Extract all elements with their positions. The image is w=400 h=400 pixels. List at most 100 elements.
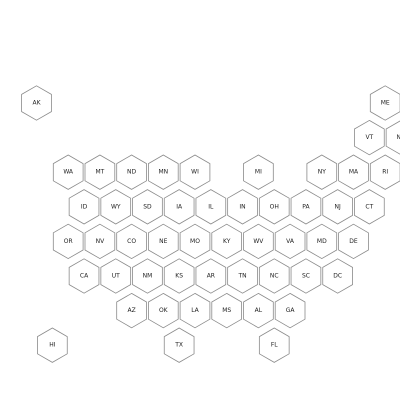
state-hex-shape[interactable] bbox=[37, 327, 68, 363]
state-hex-shape[interactable] bbox=[84, 154, 116, 190]
state-hex-hi[interactable]: HI bbox=[37, 327, 68, 363]
state-hex-shape[interactable] bbox=[258, 258, 290, 294]
state-hex-tx[interactable]: TX bbox=[163, 327, 195, 363]
state-hex-me[interactable]: ME bbox=[369, 85, 400, 121]
state-hex-mo[interactable]: MO bbox=[179, 223, 211, 260]
state-hex-ms[interactable]: MS bbox=[211, 292, 243, 329]
state-hex-shape[interactable] bbox=[258, 327, 290, 363]
state-hex-shape[interactable] bbox=[163, 258, 195, 294]
state-hex-oh[interactable]: OH bbox=[258, 189, 290, 225]
state-hex-al[interactable]: AL bbox=[243, 292, 274, 329]
state-hex-shape[interactable] bbox=[68, 189, 100, 225]
state-hex-de[interactable]: DE bbox=[338, 223, 369, 260]
state-hex-nv[interactable]: NV bbox=[84, 223, 116, 260]
state-hex-sd[interactable]: SD bbox=[132, 189, 163, 225]
state-hex-ne[interactable]: NE bbox=[147, 223, 179, 260]
state-hex-sc[interactable]: SC bbox=[290, 258, 322, 294]
state-hex-shape[interactable] bbox=[354, 119, 385, 156]
state-hex-mt[interactable]: MT bbox=[84, 154, 116, 190]
state-hex-shape[interactable] bbox=[116, 292, 147, 329]
state-hex-shape[interactable] bbox=[21, 85, 52, 121]
state-hex-ok[interactable]: OK bbox=[147, 292, 179, 329]
state-hex-or[interactable]: OR bbox=[52, 223, 84, 260]
state-hex-shape[interactable] bbox=[306, 154, 338, 190]
state-hex-in[interactable]: IN bbox=[227, 189, 258, 225]
state-hex-shape[interactable] bbox=[163, 189, 195, 225]
state-hex-il[interactable]: IL bbox=[195, 189, 227, 225]
state-hex-shape[interactable] bbox=[132, 258, 163, 294]
state-hex-nm[interactable]: NM bbox=[132, 258, 163, 294]
state-hex-shape[interactable] bbox=[147, 223, 179, 260]
state-hex-shape[interactable] bbox=[322, 258, 353, 294]
state-hex-shape[interactable] bbox=[338, 154, 369, 190]
state-hex-va[interactable]: VA bbox=[274, 223, 306, 260]
state-hex-shape[interactable] bbox=[179, 223, 211, 260]
state-hex-la[interactable]: LA bbox=[179, 292, 211, 329]
state-hex-dc[interactable]: DC bbox=[322, 258, 353, 294]
state-hex-shape[interactable] bbox=[227, 189, 258, 225]
state-hex-shape[interactable] bbox=[290, 189, 322, 225]
state-hex-shape[interactable] bbox=[306, 223, 338, 260]
state-hex-ar[interactable]: AR bbox=[195, 258, 227, 294]
state-hex-shape[interactable] bbox=[354, 189, 385, 225]
state-hex-shape[interactable] bbox=[243, 223, 274, 260]
state-hex-shape[interactable] bbox=[52, 154, 84, 190]
state-hex-ut[interactable]: UT bbox=[100, 258, 132, 294]
state-hex-mn[interactable]: MN bbox=[147, 154, 179, 190]
state-hex-ma[interactable]: MA bbox=[338, 154, 369, 190]
state-hex-shape[interactable] bbox=[195, 189, 227, 225]
state-hex-pa[interactable]: PA bbox=[290, 189, 322, 225]
state-hex-wa[interactable]: WA bbox=[52, 154, 84, 190]
state-hex-shape[interactable] bbox=[369, 85, 400, 121]
state-hex-shape[interactable] bbox=[274, 223, 306, 260]
state-hex-shape[interactable] bbox=[84, 223, 116, 260]
state-hex-shape[interactable] bbox=[290, 258, 322, 294]
state-hex-tn[interactable]: TN bbox=[227, 258, 258, 294]
state-hex-ga[interactable]: GA bbox=[274, 292, 306, 329]
state-hex-wy[interactable]: WY bbox=[100, 189, 132, 225]
state-hex-az[interactable]: AZ bbox=[116, 292, 147, 329]
state-hex-shape[interactable] bbox=[227, 258, 258, 294]
state-hex-shape[interactable] bbox=[147, 292, 179, 329]
state-hex-shape[interactable] bbox=[179, 292, 211, 329]
state-hex-shape[interactable] bbox=[338, 223, 369, 260]
state-hex-fl[interactable]: FL bbox=[258, 327, 290, 363]
state-hex-vt[interactable]: VT bbox=[354, 119, 385, 156]
state-hex-shape[interactable] bbox=[274, 292, 306, 329]
state-hex-ak[interactable]: AK bbox=[21, 85, 52, 121]
state-hex-ny[interactable]: NY bbox=[306, 154, 338, 190]
state-hex-shape[interactable] bbox=[132, 189, 163, 225]
state-hex-shape[interactable] bbox=[369, 154, 400, 190]
state-hex-id[interactable]: ID bbox=[68, 189, 100, 225]
state-hex-nh[interactable]: NH bbox=[385, 120, 400, 155]
state-hex-shape[interactable] bbox=[243, 154, 274, 190]
state-hex-nc[interactable]: NC bbox=[258, 258, 290, 294]
state-hex-mi[interactable]: MI bbox=[243, 154, 274, 190]
state-hex-md[interactable]: MD bbox=[306, 223, 338, 260]
state-hex-shape[interactable] bbox=[116, 154, 147, 190]
state-hex-shape[interactable] bbox=[322, 189, 353, 225]
state-hex-co[interactable]: CO bbox=[116, 223, 147, 260]
state-hex-shape[interactable] bbox=[116, 223, 147, 260]
state-hex-wi[interactable]: WI bbox=[179, 154, 211, 190]
state-hex-shape[interactable] bbox=[211, 292, 243, 329]
state-hex-shape[interactable] bbox=[163, 327, 195, 363]
state-hex-shape[interactable] bbox=[258, 189, 290, 225]
state-hex-shape[interactable] bbox=[68, 258, 100, 294]
state-hex-ct[interactable]: CT bbox=[354, 189, 385, 225]
state-hex-ri[interactable]: RI bbox=[369, 154, 400, 190]
state-hex-nd[interactable]: ND bbox=[116, 154, 147, 190]
state-hex-shape[interactable] bbox=[195, 258, 227, 294]
state-hex-ky[interactable]: KY bbox=[211, 223, 243, 260]
state-hex-shape[interactable] bbox=[100, 189, 132, 225]
state-hex-ca[interactable]: CA bbox=[68, 258, 100, 294]
state-hex-shape[interactable] bbox=[211, 223, 243, 260]
state-hex-shape[interactable] bbox=[179, 154, 211, 190]
state-hex-nj[interactable]: NJ bbox=[322, 189, 353, 225]
state-hex-shape[interactable] bbox=[385, 120, 400, 155]
state-hex-shape[interactable] bbox=[147, 154, 179, 190]
state-hex-shape[interactable] bbox=[52, 223, 84, 260]
state-hex-shape[interactable] bbox=[243, 292, 274, 329]
state-hex-ia[interactable]: IA bbox=[163, 189, 195, 225]
state-hex-ks[interactable]: KS bbox=[163, 258, 195, 294]
